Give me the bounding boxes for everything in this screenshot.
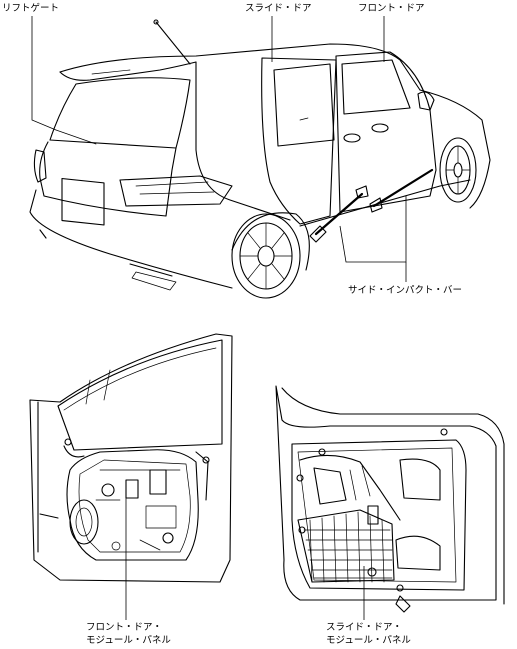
label-front-door: フロント・ドア	[358, 3, 425, 14]
slide-door-module-panel	[291, 439, 467, 591]
front-door	[335, 51, 437, 213]
vehicle-illustration	[29, 19, 491, 299]
leader-liftgate	[31, 16, 57, 131]
antenna	[155, 21, 191, 65]
left-tail-lamp	[33, 149, 47, 183]
slide-door-handle	[343, 133, 361, 143]
label-slide-panel-line2: モジュール・パネル	[326, 635, 411, 646]
label-liftgate: リフトゲート	[2, 3, 60, 14]
leader-side-impact-bar	[339, 196, 407, 263]
license-plate	[61, 177, 105, 226]
front-door-window-opening	[57, 339, 223, 451]
side-mirror	[417, 91, 435, 111]
label-slide-panel-line1: スライド・ドア・	[326, 622, 403, 633]
slide-door-mesh	[297, 509, 395, 583]
front-door-inner-illustration	[29, 333, 233, 583]
front-door-impact-bar	[372, 168, 434, 208]
rear-wheel	[231, 212, 310, 299]
slide-door-impact-bar	[314, 192, 364, 236]
rocker-panel	[299, 179, 471, 227]
label-front-panel-line2: モジュール・パネル	[86, 635, 171, 646]
right-tail-lamp	[119, 175, 233, 207]
c-pillar	[195, 61, 291, 221]
liftgate-body	[39, 141, 177, 217]
label-slide-door: スライド・ドア	[245, 3, 312, 14]
slide-door	[261, 57, 337, 225]
label-front-panel-line1: フロント・ドア・	[86, 622, 163, 633]
slide-door-latch	[399, 458, 441, 501]
front-door-handle	[371, 123, 389, 133]
slide-door-frame	[275, 385, 497, 601]
slide-door-window	[273, 63, 335, 147]
rear-bumper	[29, 189, 233, 289]
front-wheel	[439, 137, 477, 203]
rear-window	[49, 77, 191, 149]
front-door-frame	[29, 333, 233, 583]
front-door-speaker	[69, 499, 99, 545]
front-door-window	[341, 59, 411, 115]
hood-line	[419, 89, 491, 209]
roof-line	[59, 43, 421, 91]
rear-spoiler	[59, 61, 197, 81]
slide-door-inner-illustration	[275, 385, 505, 613]
label-side-impact-bar: サイド・インパクト・バー	[348, 285, 463, 296]
